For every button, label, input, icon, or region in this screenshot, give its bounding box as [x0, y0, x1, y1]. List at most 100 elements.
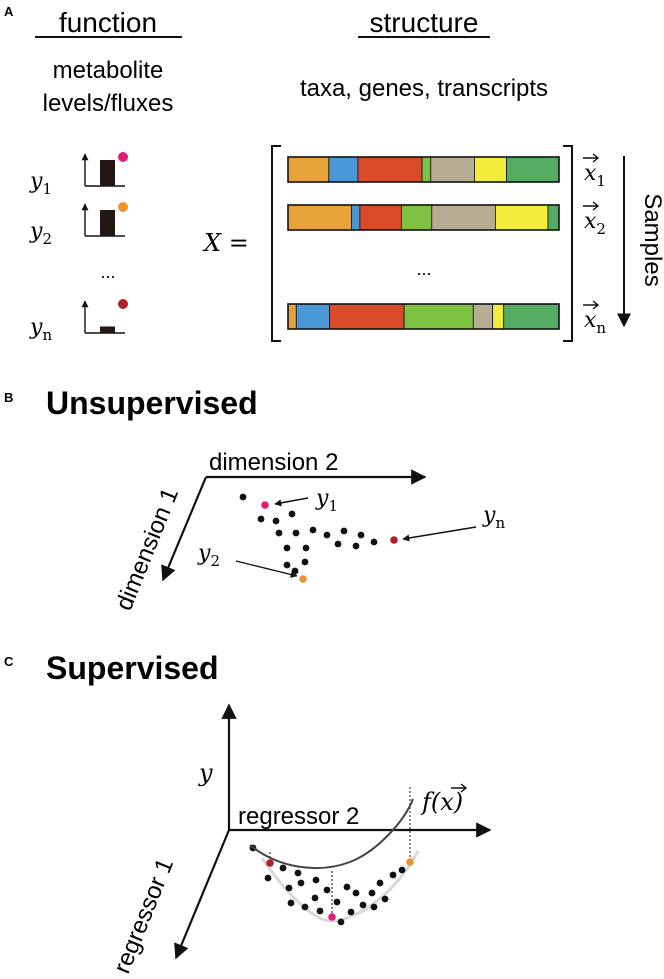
regressor1-axis [174, 829, 231, 960]
row-segment [547, 204, 560, 231]
row-segment [295, 303, 330, 330]
row-segment [287, 303, 297, 330]
data-point [343, 883, 351, 891]
data-point [301, 903, 309, 911]
level-bar [100, 210, 115, 236]
data-point [275, 529, 283, 537]
data-point [291, 567, 299, 575]
dimension1-axis [161, 476, 208, 582]
row-segment [403, 303, 474, 330]
data-point [283, 544, 291, 552]
y2-annotation: y2 [197, 541, 220, 570]
panel-b: B Unsupervised dimension 2 dimension 1 y… [4, 385, 505, 614]
function-header: function [59, 7, 157, 38]
panel-b-letter: B [4, 390, 13, 405]
data-point [311, 894, 319, 902]
row-segment [494, 204, 549, 231]
row-segment [492, 303, 505, 330]
data-point [323, 531, 331, 539]
regressor1-label: regressor 1 [109, 855, 180, 978]
panel-a-letter: A [4, 4, 14, 19]
xn-label: xn [584, 308, 606, 337]
function-vector-arrow [451, 783, 468, 793]
sample-row-1 [287, 156, 560, 183]
row-segment [287, 156, 330, 183]
structure-header: structure [370, 7, 479, 38]
data-point [257, 515, 265, 523]
data-point [337, 918, 345, 926]
matrix-rows [287, 156, 560, 330]
row-segment [359, 204, 402, 231]
data-point [370, 538, 378, 546]
data-point [334, 540, 342, 548]
y1-point [261, 501, 269, 509]
data-point [370, 903, 378, 911]
level-dot [118, 299, 128, 309]
yn-annotation: yn [482, 503, 505, 532]
data-point [389, 871, 397, 879]
mini-plot-2 [81, 202, 128, 237]
function-curve [249, 798, 414, 869]
panel-a: A function metabolite levels/fluxes stru… [4, 4, 664, 344]
row-segment [474, 156, 507, 183]
function-sub-line1: metabolite [53, 57, 164, 84]
xn-vector-arrow [583, 300, 600, 310]
panel-c: C Supervised y regressor 2 regressor 1 f… [4, 650, 492, 978]
projected-function-curve [260, 850, 420, 923]
row-segment [421, 156, 432, 183]
row-segment [328, 156, 359, 183]
highlight-point-2 [328, 913, 336, 921]
highlight-point-3 [406, 858, 414, 866]
matrix-right-bracket [563, 145, 573, 342]
row-segment [351, 204, 361, 231]
dimension1-label: dimension 1 [111, 484, 185, 614]
x1-vector-arrow [583, 153, 600, 163]
data-point [312, 876, 320, 884]
data-point [287, 899, 295, 907]
data-point [316, 907, 324, 915]
level-bar [100, 326, 115, 333]
data-point [288, 510, 296, 518]
y2-pointer [235, 560, 298, 578]
function-sub-line2: levels/fluxes [43, 90, 174, 117]
row-segment [472, 303, 494, 330]
data-point [352, 889, 360, 897]
y1-label: y1 [29, 169, 52, 198]
yn-label: yn [29, 315, 52, 344]
mini-plot-1 [81, 152, 128, 187]
y1-pointer [274, 497, 309, 507]
highlight-point-1 [266, 859, 274, 867]
row-segment [506, 156, 560, 183]
y1-annotation: y1 [315, 486, 338, 515]
x1-label: x1 [584, 161, 606, 190]
data-point [309, 526, 317, 534]
data-point [359, 901, 367, 909]
row-outline [287, 156, 560, 183]
data-point [272, 517, 280, 525]
supervised-points [249, 844, 406, 926]
data-point [297, 879, 305, 887]
row-segment [431, 204, 496, 231]
panel-b-title: Unsupervised [46, 385, 258, 421]
dimension2-label: dimension 2 [209, 449, 338, 476]
y-ellipsis: ... [100, 262, 115, 282]
data-point [398, 866, 406, 874]
panel-c-letter: C [4, 654, 14, 669]
mini-bar-plots [81, 152, 128, 334]
yn-point [390, 536, 398, 544]
mini-plot-3 [81, 299, 128, 334]
data-point [283, 561, 291, 569]
y2-point [299, 575, 307, 583]
function-label: f(x) [420, 788, 463, 816]
row-outline [287, 204, 560, 231]
row-segment [503, 303, 560, 330]
row-segment [329, 303, 405, 330]
data-point [285, 884, 293, 892]
data-point [323, 886, 331, 894]
sample-row-2 [287, 204, 560, 231]
data-point [381, 895, 389, 903]
x2-vector-arrow [583, 201, 600, 211]
data-point [301, 558, 309, 566]
data-point [302, 544, 310, 552]
